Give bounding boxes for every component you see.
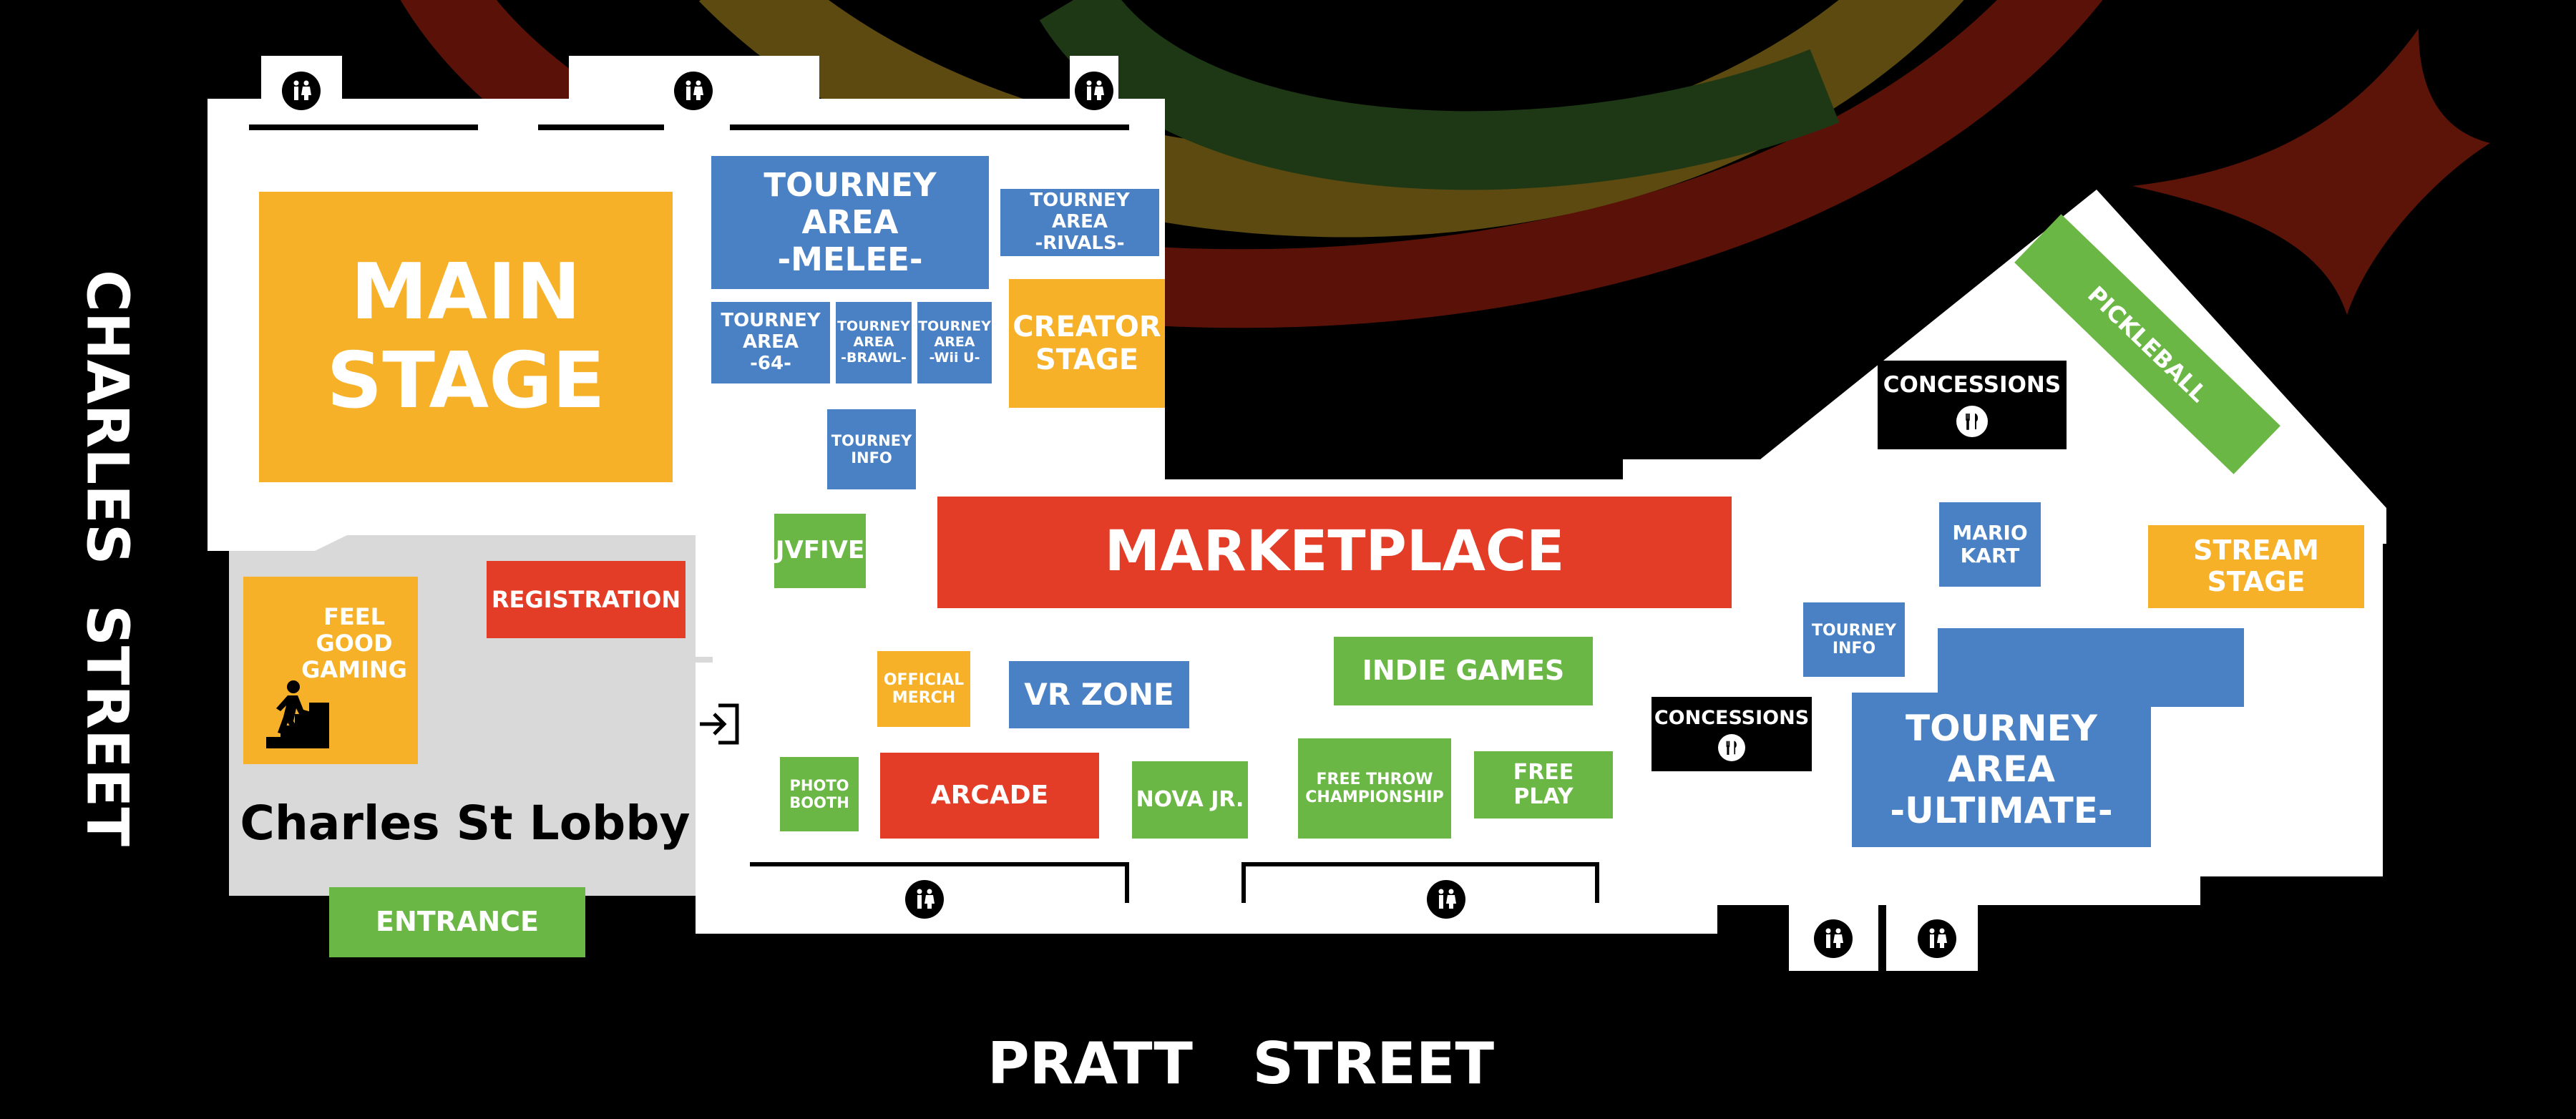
creator-stage-line-2: STAGE [1035, 343, 1139, 376]
tourney-rivals-line-1: TOURNEY AREA [1030, 190, 1130, 233]
creator-stage[interactable]: CREATOR STAGE [1009, 279, 1165, 408]
arcade[interactable]: ARCADE [880, 753, 1099, 839]
mario-kart-line-1: MARIO [1952, 520, 2028, 544]
stream-stage-line-2: STAGE [2207, 566, 2306, 597]
tourney-area-rivals[interactable]: TOURNEY AREA -RIVALS- [1000, 189, 1159, 256]
tourney-64-line-1: TOURNEY [721, 310, 821, 332]
marketplace[interactable]: MARKETPLACE [937, 497, 1732, 608]
mario-kart-line-2: KART [1960, 544, 2020, 567]
concessions-upper-label: CONCESSIONS [1883, 372, 2062, 399]
feel-good-line-2: GOOD [316, 629, 393, 657]
tourney-area-ultimate[interactable]: TOURNEY AREA -ULTIMATE- [1852, 693, 2151, 847]
tourney-melee-line-2: -MELEE- [777, 240, 923, 278]
registration-label: REGISTRATION [491, 585, 681, 613]
restroom-icon[interactable] [282, 72, 321, 110]
photo-booth[interactable]: PHOTO BOOTH [780, 757, 859, 831]
tourney-info-1[interactable]: TOURNEY INFO [827, 409, 916, 489]
tourney-ultimate-line-1: TOURNEY AREA [1906, 707, 2097, 791]
main-stage-line-2: STAGE [326, 336, 605, 426]
restroom-icon[interactable] [674, 72, 713, 110]
entrance-label: ENTRANCE [376, 906, 539, 938]
tourney-melee-line-1: TOURNEY AREA [763, 166, 937, 242]
jvfive[interactable]: JVFIVE [774, 514, 866, 588]
restroom-icon[interactable] [1918, 919, 1956, 958]
star-shape [2132, 29, 2490, 315]
stairs-icon [266, 680, 329, 748]
entry-arrow-icon[interactable] [694, 644, 744, 773]
stream-stage[interactable]: STREAM STAGE [2148, 525, 2364, 608]
photo-booth-line-2: BOOTH [789, 794, 849, 811]
indie-games-label: INDIE GAMES [1362, 655, 1565, 687]
main-stage-line-1: MAIN [351, 247, 581, 337]
marketplace-label: MARKETPLACE [1104, 519, 1565, 585]
indie-games[interactable]: INDIE GAMES [1334, 637, 1593, 705]
charles-street-label: CHARLES STREET [74, 270, 141, 846]
charles-st-lobby-label: Charles St Lobby [240, 796, 691, 851]
creator-stage-line-1: CREATOR [1013, 311, 1161, 343]
feel-good-gaming[interactable]: FEEL GOOD GAMING [243, 577, 418, 764]
feel-good-line-1: FEEL [323, 603, 385, 630]
free-throw-championship[interactable]: FREE THROW CHAMPIONSHIP [1298, 738, 1451, 839]
official-merch-line-1: OFFICIAL [883, 670, 965, 689]
registration[interactable]: REGISTRATION [487, 561, 686, 638]
nova-jr-label: NOVA JR. [1136, 786, 1244, 812]
concessions-upper[interactable]: CONCESSIONS [1878, 361, 2067, 449]
tourney-area-melee[interactable]: TOURNEY AREA -MELEE- [711, 156, 989, 289]
feel-good-line-3: GAMING [301, 655, 407, 683]
tourney-64-line-3: -64- [750, 352, 791, 374]
main-stage[interactable]: MAIN STAGE [259, 192, 673, 482]
tourney-wiiu-line-3: -Wii U- [929, 349, 980, 366]
tourney-brawl-line-1: TOURNEY [837, 318, 910, 335]
official-merch-line-2: MERCH [892, 689, 956, 707]
pratt-street-label: PRATT STREET [987, 1030, 1495, 1097]
tourney-rivals-line-2: -RIVALS- [1035, 232, 1125, 254]
vr-zone[interactable]: VR ZONE [1009, 661, 1189, 728]
tourney-info-2[interactable]: TOURNEY INFO [1803, 602, 1905, 677]
free-play[interactable]: FREE PLAY [1474, 751, 1613, 819]
restroom-icon[interactable] [1075, 72, 1113, 110]
restroom-icon[interactable] [1427, 880, 1465, 919]
mario-kart[interactable]: MARIO KART [1939, 502, 2041, 587]
nova-jr[interactable]: NOVA JR. [1132, 761, 1248, 839]
concessions-lower[interactable]: CONCESSIONS [1652, 697, 1812, 771]
free-throw-line-2: CHAMPIONSHIP [1305, 788, 1444, 806]
vr-zone-label: VR ZONE [1024, 676, 1174, 712]
tourney-wiiu-line-1: TOURNEY [918, 318, 991, 335]
wall-line [1241, 862, 1599, 903]
wall-line [750, 862, 1129, 903]
entrance[interactable]: ENTRANCE [329, 887, 585, 957]
official-merch[interactable]: OFFICIAL MERCH [877, 651, 970, 727]
tourney-info-2-line-2: INFO [1832, 640, 1876, 658]
concessions-lower-label: CONCESSIONS [1654, 707, 1810, 730]
free-play-line-1: FREE [1513, 759, 1574, 785]
tourney-area-brawl[interactable]: TOURNEY AREA -BRAWL- [836, 302, 912, 383]
tourney-info-2-line-1: TOURNEY [1812, 621, 1896, 640]
free-play-line-2: PLAY [1513, 784, 1574, 809]
arcade-label: ARCADE [930, 781, 1049, 811]
restroom-icon[interactable] [1814, 919, 1853, 958]
tourney-brawl-line-2: AREA [853, 334, 894, 351]
tourney-info-1-line-1: TOURNEY [831, 431, 912, 449]
tourney-area-64[interactable]: TOURNEY AREA -64- [711, 302, 830, 383]
tourney-wiiu-line-2: AREA [934, 334, 975, 351]
tourney-ultimate-line-2: -ULTIMATE- [1890, 789, 2113, 831]
green-arc [1039, 0, 1840, 190]
tourney-area-wii-u[interactable]: TOURNEY AREA -Wii U- [917, 302, 992, 383]
tourney-64-line-2: AREA [742, 331, 799, 353]
free-throw-line-1: FREE THROW [1316, 770, 1433, 788]
fork-knife-icon [1718, 733, 1745, 761]
restroom-icon[interactable] [905, 880, 944, 919]
jvfive-label: JVFIVE [775, 536, 865, 565]
tourney-brawl-line-3: -BRAWL- [841, 349, 907, 366]
fork-knife-icon [1956, 405, 1988, 437]
stream-stage-line-1: STREAM [2193, 534, 2319, 567]
tourney-info-1-line-2: INFO [851, 449, 892, 466]
photo-booth-line-1: PHOTO [789, 776, 849, 794]
